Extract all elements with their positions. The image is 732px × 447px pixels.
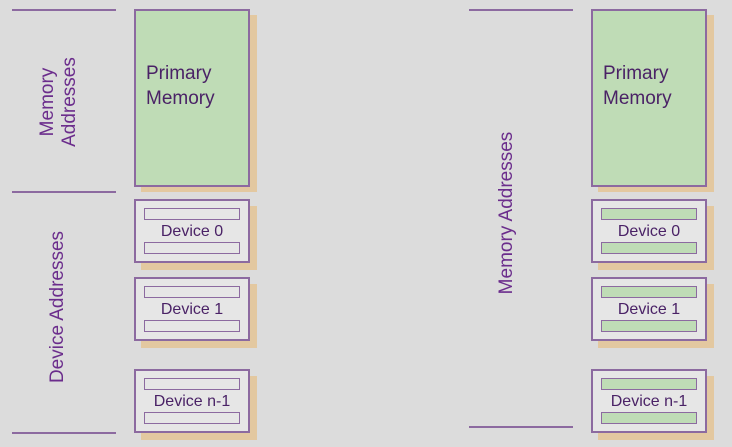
right-device-0-top-register [601, 208, 697, 220]
memory-addresses-label: Memory Addresses [37, 42, 81, 162]
left-device-1-bottom-register [144, 320, 240, 332]
right-device-1-top-register [601, 286, 697, 298]
left-device-n-1-bottom-register [144, 412, 240, 424]
left-device-0-top-register [144, 208, 240, 220]
right-memory-addresses-label: Memory Addresses [496, 131, 517, 295]
memory-addresses-label-line2: Addresses [59, 57, 80, 147]
right-device-1-block: Device 1 [591, 277, 707, 341]
right-device-n-1-top-register [601, 378, 697, 390]
right-device-0-label: Device 0 [617, 223, 681, 240]
device-addresses-label: Device Addresses [47, 230, 68, 384]
left-primary-memory-label: Primary Memory [146, 63, 215, 109]
left-device-0-bottom-register [144, 242, 240, 254]
left-device-1-label: Device 1 [160, 301, 224, 318]
left-device-0-label: Device 0 [160, 223, 224, 240]
left-top-divider [12, 9, 116, 11]
right-device-0-bottom-register [601, 242, 697, 254]
right-bottom-divider [469, 426, 573, 428]
right-primary-memory-label: Primary Memory [603, 63, 672, 109]
left-bottom-divider [12, 432, 116, 434]
right-device-1-label: Device 1 [617, 301, 681, 318]
right-top-divider [469, 9, 573, 11]
left-device-n-1-label: Device n-1 [153, 393, 231, 410]
right-device-1-bottom-register [601, 320, 697, 332]
left-middle-divider [12, 191, 116, 193]
right-device-n-1-bottom-register [601, 412, 697, 424]
right-primary-memory-block: Primary Memory [591, 9, 707, 187]
left-device-n-1-top-register [144, 378, 240, 390]
left-primary-memory-block: Primary Memory [134, 9, 250, 187]
left-device-1-top-register [144, 286, 240, 298]
left-device-0-block: Device 0 [134, 199, 250, 263]
right-device-n-1-block: Device n-1 [591, 369, 707, 433]
memory-addresses-label-line1: Memory [37, 67, 58, 137]
left-device-n-1-block: Device n-1 [134, 369, 250, 433]
right-device-0-block: Device 0 [591, 199, 707, 263]
left-device-1-block: Device 1 [134, 277, 250, 341]
right-device-n-1-label: Device n-1 [610, 393, 688, 410]
